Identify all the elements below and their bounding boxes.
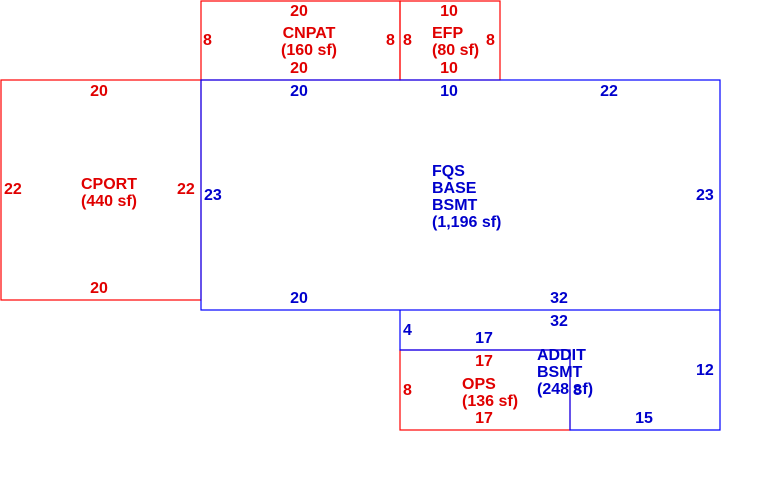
dim-cport-right: 22 [177, 181, 195, 198]
area-size: (1,196 sf) [432, 214, 502, 231]
area-name: EFP [432, 25, 464, 42]
dim-cnpat-top: 20 [290, 3, 308, 20]
area-line: BSMT [432, 197, 478, 214]
area-line: BSMT [537, 364, 583, 381]
dim-ops-left: 8 [403, 382, 412, 399]
dim-main-top-c: 22 [600, 83, 618, 100]
area-label-cnpat: CNPAT (160 sf) [281, 25, 337, 59]
dim-cnpat-right: 8 [386, 32, 395, 49]
area-size: (440 sf) [80, 193, 138, 210]
area-label-efp: EFP (80 sf) [432, 25, 479, 59]
area-name: CNPAT [282, 25, 336, 42]
area-line: BASE [432, 180, 477, 197]
dim-addit-top: 32 [550, 313, 568, 330]
dim-ops-top: 17 [475, 353, 493, 370]
dim-cport-top: 20 [90, 83, 108, 100]
area-name: CPORT [81, 176, 137, 193]
dim-addit-inner: 17 [475, 330, 493, 347]
area-name: OPS [462, 376, 496, 393]
area-line: FQS [432, 163, 465, 180]
main-building-outline [200, 79, 721, 311]
dim-cport-left: 22 [4, 181, 22, 198]
area-label-fqs: FQS BASE BSMT (1,196 sf) [432, 163, 501, 231]
dim-main-top-a: 20 [290, 83, 308, 100]
dim-efp-bottom: 10 [440, 60, 458, 77]
dim-addit-left: 4 [403, 322, 412, 339]
dim-main-bottom-a: 20 [290, 290, 308, 307]
dim-main-left: 23 [204, 187, 222, 204]
area-size: (160 sf) [280, 42, 338, 59]
dim-efp-top: 10 [440, 3, 458, 20]
dim-main-bottom-b: 32 [550, 290, 568, 307]
dim-addit-right: 12 [696, 362, 714, 379]
dim-addit-mid: 8 [573, 382, 582, 399]
area-label-addit: ADDIT BSMT (248 sf) [537, 347, 593, 398]
area-label-ops: OPS (136 sf) [462, 376, 518, 410]
dim-cport-bottom: 20 [90, 280, 108, 297]
dim-efp-right: 8 [486, 32, 495, 49]
dim-ops-bottom: 17 [475, 410, 493, 427]
dim-addit-bottom: 15 [635, 410, 653, 427]
dim-cnpat-bottom: 20 [290, 60, 308, 77]
area-size: (80 sf) [432, 42, 480, 59]
dim-main-right: 23 [696, 187, 714, 204]
dim-main-top-b: 10 [440, 83, 458, 100]
dim-cnpat-left: 8 [203, 32, 212, 49]
area-label-cport: CPORT (440 sf) [81, 176, 137, 210]
area-size: (248 sf) [537, 381, 594, 398]
dim-efp-left: 8 [403, 32, 412, 49]
area-size: (136 sf) [462, 393, 519, 410]
addition-outline [399, 310, 721, 431]
area-line: ADDIT [537, 347, 586, 364]
